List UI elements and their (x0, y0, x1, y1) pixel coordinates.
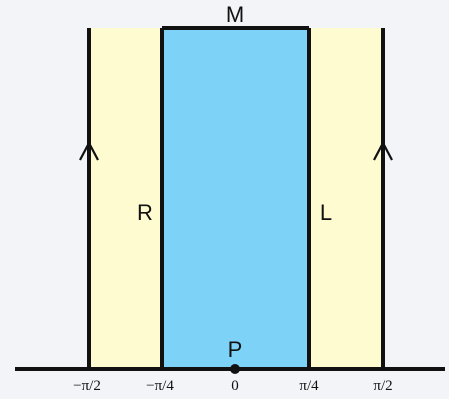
upward-arrow-icon (79, 140, 99, 161)
tick-label: π/4 (299, 378, 319, 394)
label-top: M (226, 2, 244, 27)
tick-label: −π/2 (73, 378, 101, 394)
dot-icon (230, 364, 240, 374)
label-right-region: L (320, 200, 332, 225)
upward-arrow-icon (373, 140, 393, 161)
left-outer-strip (89, 28, 162, 369)
tick-label: π/2 (373, 378, 392, 394)
right-outer-strip (309, 28, 383, 369)
label-bottom: P (228, 337, 243, 362)
center-strip (162, 28, 309, 369)
label-left-region: R (137, 200, 153, 225)
tick-label: −π/4 (146, 378, 174, 394)
tick-label: 0 (231, 378, 239, 394)
